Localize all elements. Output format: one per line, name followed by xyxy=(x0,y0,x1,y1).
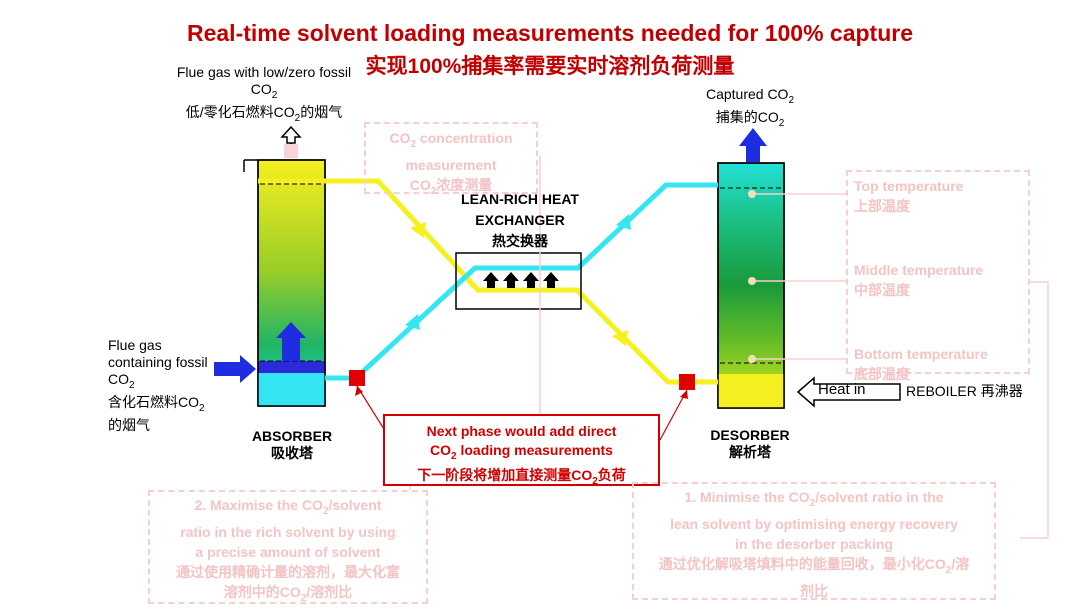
rich-arrow-1 xyxy=(410,222,426,238)
flue-gas-inlet-arrow xyxy=(214,355,256,383)
heat-in-label: Heat in xyxy=(818,381,866,398)
fluegas-in-label: Flue gas containing fossil CO2 含化石燃料CO2 … xyxy=(108,337,208,433)
temperature-box xyxy=(846,170,1030,374)
next-phase-box: Next phase would add direct CO2 loading … xyxy=(383,414,660,487)
title-en: Real-time solvent loading measurements n… xyxy=(186,20,913,46)
captured-co2-arrow xyxy=(739,128,767,162)
lean-arrow-2 xyxy=(616,214,631,230)
lean-measure-marker xyxy=(679,374,695,390)
desorber-label: DESORBER 解析塔 xyxy=(710,427,790,460)
note-right-box xyxy=(632,482,996,600)
heat-in-arrow-shape xyxy=(796,376,901,408)
note-left-text: 2. Maximise the CO2/solvent ratio in the… xyxy=(176,497,400,604)
rich-arrow-2 xyxy=(612,330,628,346)
note-right-text: 1. Minimise the CO2/solvent ratio in the… xyxy=(658,489,970,599)
co2-concentration-label: CO2 concentration measurement CO2浓度测量 xyxy=(389,130,513,197)
co2-concentration-box xyxy=(364,122,538,194)
heat-exchanger-label: LEAN-RICH HEAT EXCHANGER 热交换器 xyxy=(461,191,579,249)
fluegas-out-label: Flue gas with low/zero fossil CO2 低/零化石燃… xyxy=(176,64,352,124)
rich-measure-marker xyxy=(349,370,365,386)
captured-co2-label: Captured CO2 捕集的CO2 xyxy=(705,86,795,129)
lean-arrow-1 xyxy=(405,314,420,330)
absorber-top-outlet xyxy=(243,125,302,172)
heat-exchanger-box xyxy=(455,252,582,310)
title-zh: 实现100%捕集率需要实时溶剂负荷测量 xyxy=(365,55,735,78)
note-left-box xyxy=(148,490,428,604)
reboiler-label: REBOILER 再沸器 xyxy=(906,383,1023,399)
desorber-column xyxy=(717,162,785,409)
heat-in-arrow: Heat in xyxy=(796,376,904,408)
absorber-label: ABSORBER 吸收塔 xyxy=(251,428,333,461)
absorber-column xyxy=(257,159,326,407)
temperature-sensors xyxy=(748,190,848,363)
